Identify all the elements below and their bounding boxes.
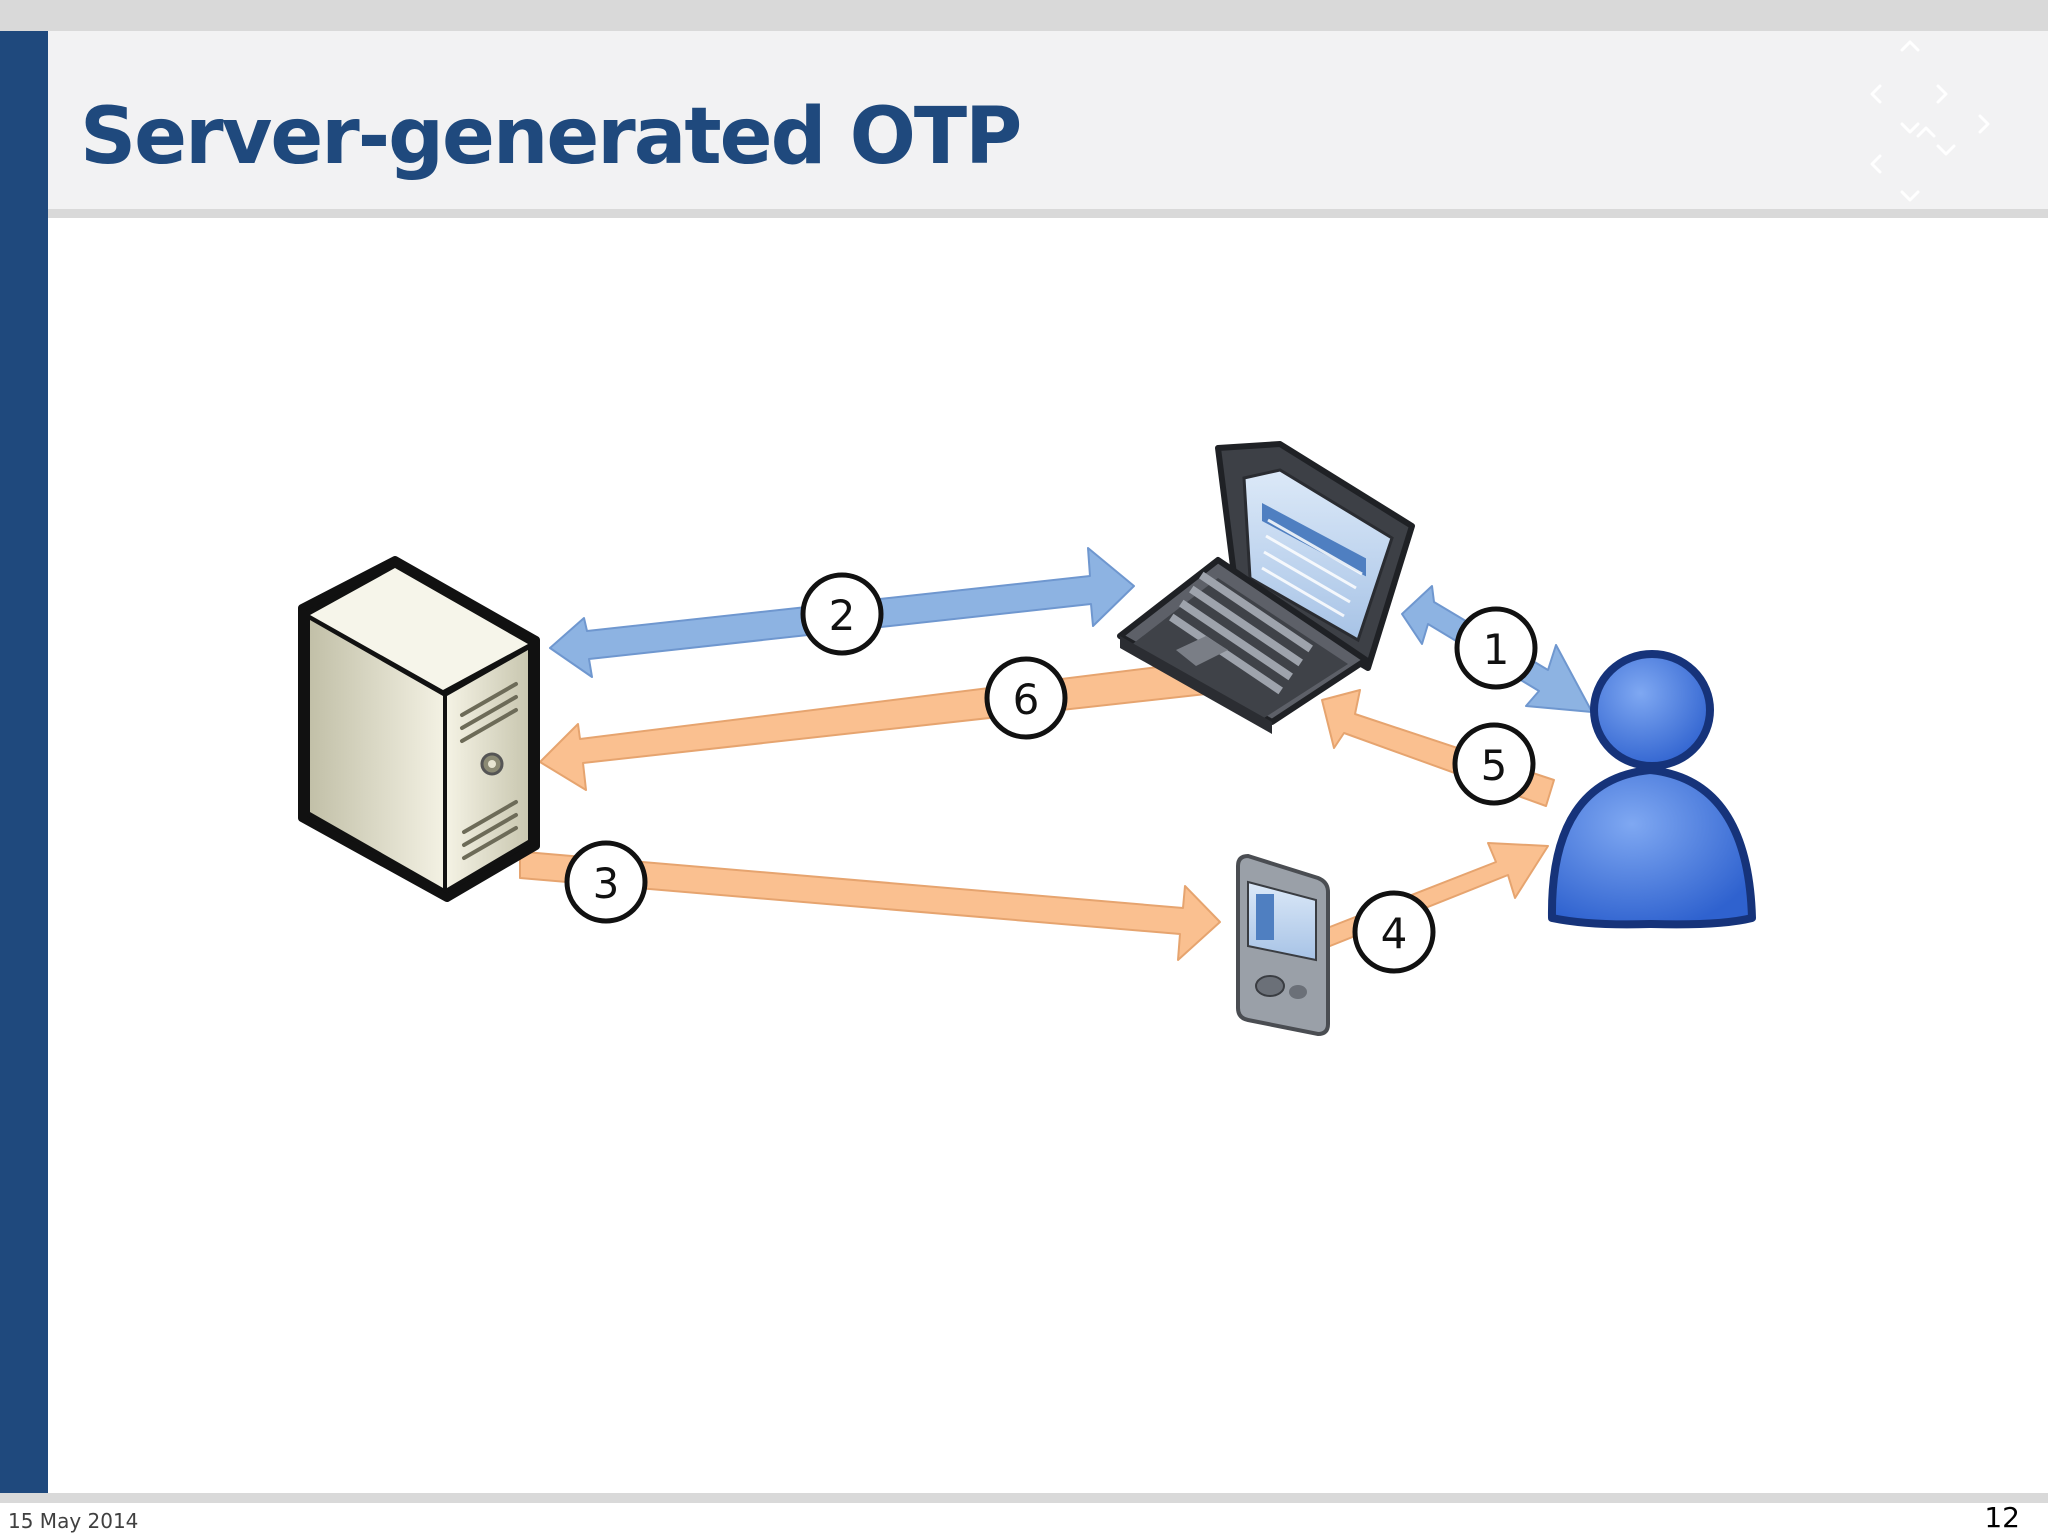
step-2-marker: 2 bbox=[800, 572, 884, 656]
footer-divider bbox=[0, 1493, 2048, 1503]
otp-flow-diagram: 2 6 1 5 3 4 bbox=[298, 441, 1756, 1037]
arrow-3 bbox=[519, 851, 1221, 961]
step-1-marker: 1 bbox=[1454, 606, 1538, 690]
step-3-label: 3 bbox=[593, 859, 620, 908]
step-2-label: 2 bbox=[829, 591, 856, 640]
page-number: 12 bbox=[1984, 1501, 2020, 1534]
mobile-phone-icon bbox=[1236, 853, 1330, 1037]
footer-date: 15 May 2014 bbox=[8, 1509, 139, 1533]
step-5-marker: 5 bbox=[1452, 722, 1536, 806]
step-6-label: 6 bbox=[1013, 675, 1040, 724]
step-5-label: 5 bbox=[1481, 741, 1508, 790]
user-icon bbox=[1547, 650, 1756, 929]
step-4-label: 4 bbox=[1381, 909, 1408, 958]
header-divider bbox=[48, 209, 2048, 218]
slide-header bbox=[48, 31, 2048, 209]
step-3-marker: 3 bbox=[564, 840, 648, 924]
corner-decoration-icon bbox=[1870, 40, 1990, 202]
arrow-6 bbox=[539, 662, 1207, 791]
step-1-label: 1 bbox=[1483, 625, 1510, 674]
laptop-icon bbox=[1117, 441, 1415, 734]
left-accent-bar bbox=[0, 31, 48, 1493]
step-4-marker: 4 bbox=[1352, 890, 1436, 974]
top-bar bbox=[0, 0, 2048, 31]
server-icon bbox=[298, 556, 540, 902]
slide-title: Server-generated OTP bbox=[80, 92, 1022, 182]
step-6-marker: 6 bbox=[984, 656, 1068, 740]
